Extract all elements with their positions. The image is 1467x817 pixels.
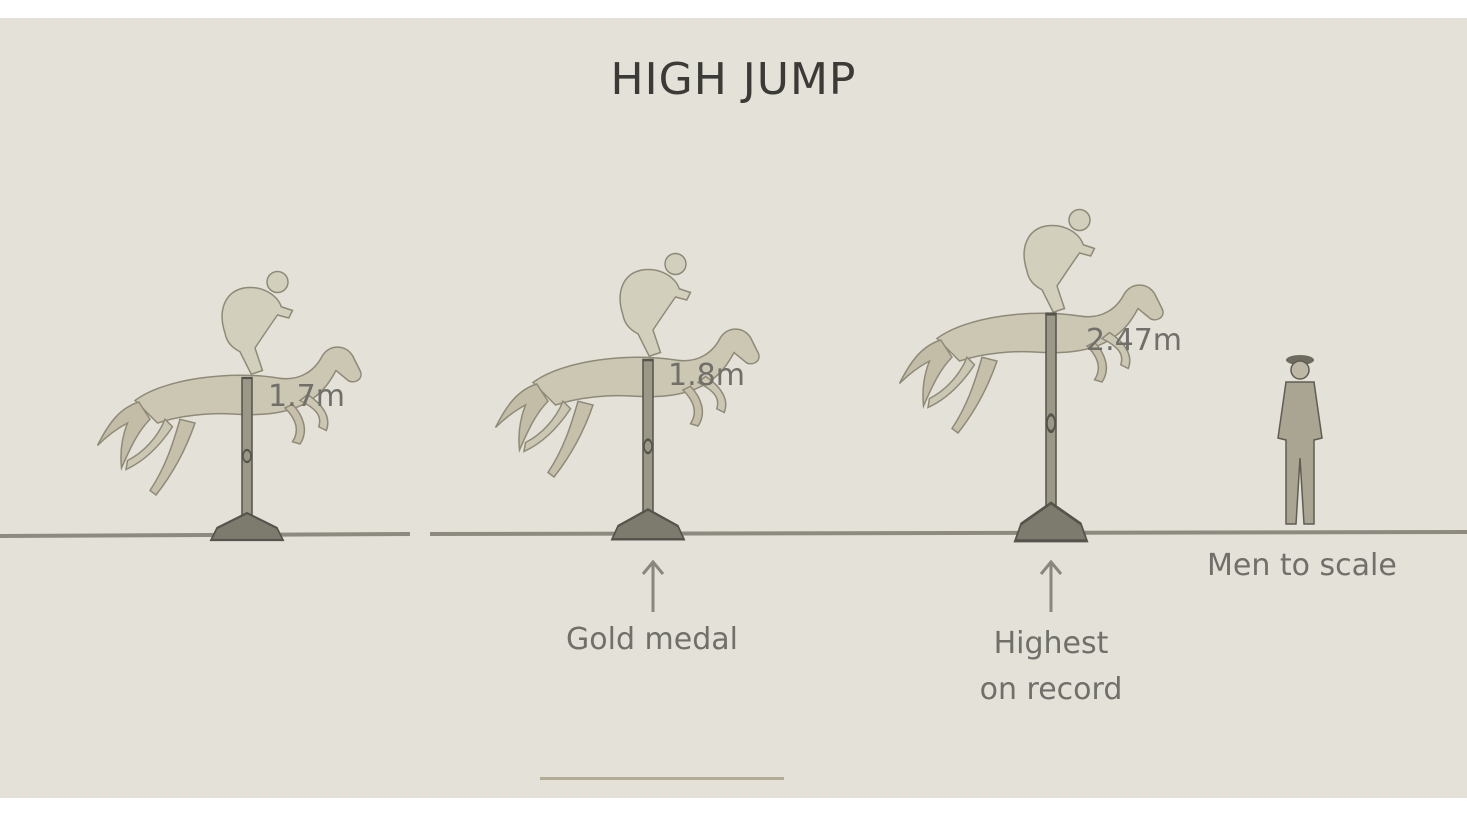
standing-man-icon: [1277, 355, 1323, 525]
bottom-divider: [540, 777, 784, 780]
page-title: HIGH JUMP: [610, 54, 857, 105]
horse-rider-icon: [898, 208, 1164, 434]
gold-medal-label: Gold medal: [566, 622, 738, 657]
ground-line: [0, 530, 1467, 538]
record-label-line: on record: [979, 671, 1123, 707]
height-label: 1.7m: [268, 379, 345, 414]
scale-label: Men to scale: [1207, 548, 1397, 583]
illustration: [0, 208, 1467, 614]
height-label: 2.47m: [1086, 323, 1183, 358]
arrow-up-icon: [641, 560, 665, 614]
diagram-panel: HIGH JUMP 1.7m 1.8m 2.47m Gold medal Hig…: [0, 18, 1467, 798]
record-label: Highest on record: [980, 628, 1123, 705]
arrow-up-icon: [1039, 560, 1063, 614]
record-label-line: Highest: [993, 626, 1109, 661]
height-label: 1.8m: [668, 358, 745, 393]
